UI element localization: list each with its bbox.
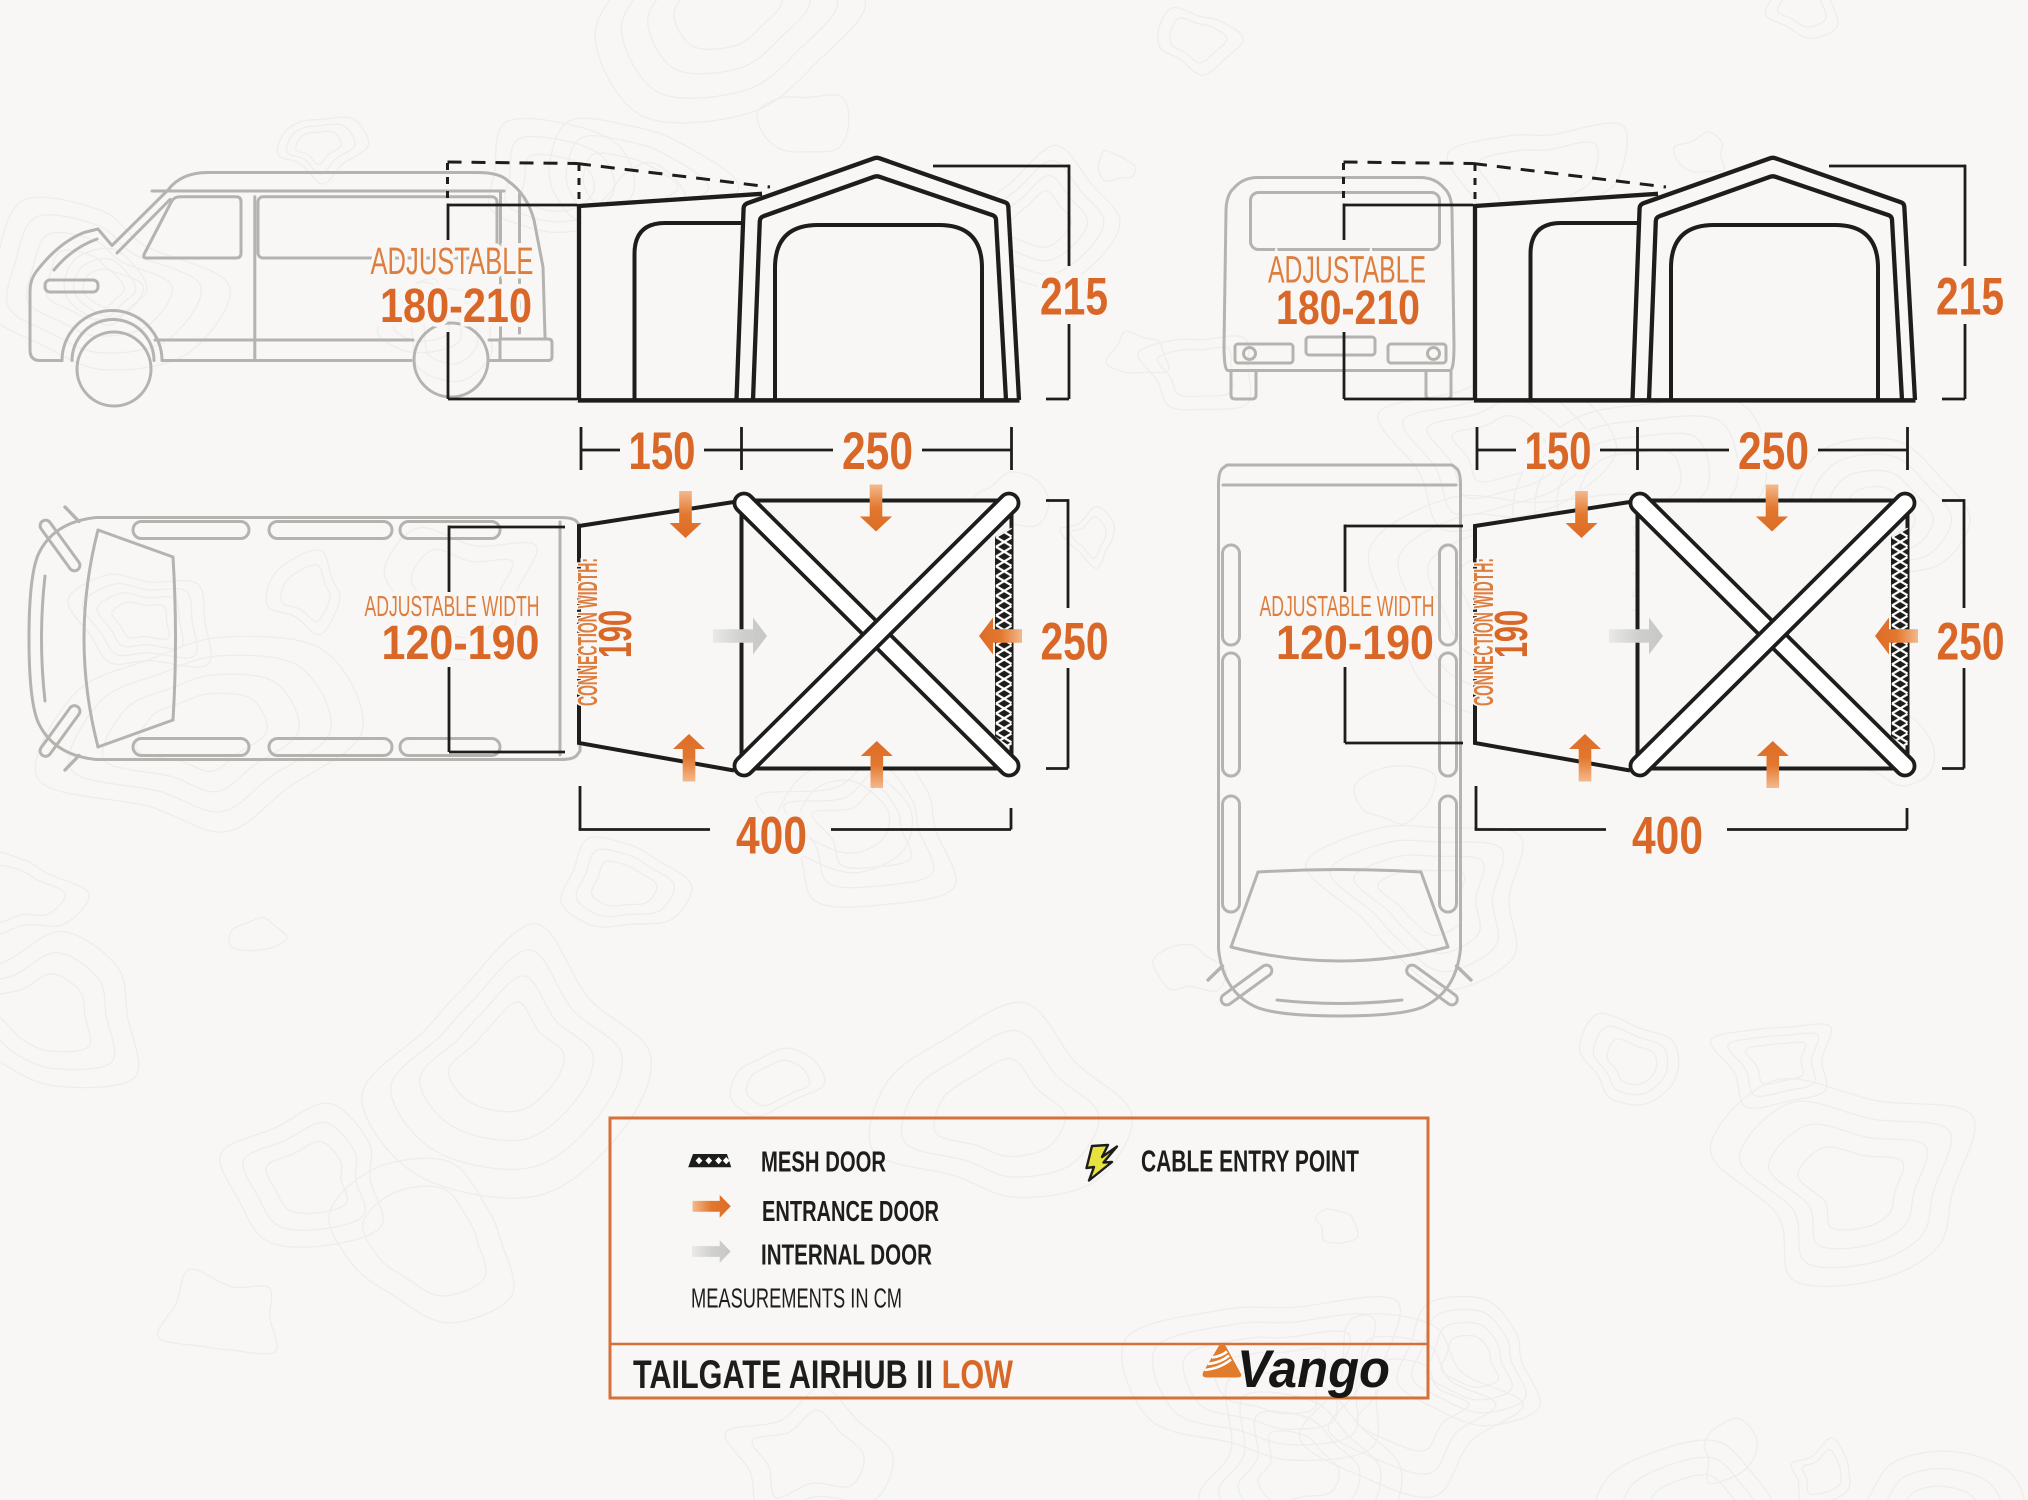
svg-text:120-190: 120-190 — [1276, 617, 1434, 670]
svg-text:ADJUSTABLE: ADJUSTABLE — [1268, 250, 1426, 292]
svg-text:ADJUSTABLE: ADJUSTABLE — [371, 241, 534, 283]
svg-text:250: 250 — [1937, 613, 2005, 672]
svg-text:120-190: 120-190 — [382, 617, 540, 670]
svg-text:215: 215 — [1040, 268, 1108, 327]
svg-text:ENTRANCE DOOR: ENTRANCE DOOR — [762, 1196, 939, 1228]
svg-text:150: 150 — [629, 422, 696, 481]
svg-text:150: 150 — [1525, 422, 1592, 481]
svg-text:250: 250 — [842, 422, 913, 481]
svg-text:ADJUSTABLE WIDTH: ADJUSTABLE WIDTH — [365, 591, 540, 623]
svg-text:180-210: 180-210 — [380, 280, 532, 333]
svg-text:190: 190 — [589, 610, 641, 658]
svg-text:MEASUREMENTS IN CM: MEASUREMENTS IN CM — [691, 1283, 902, 1314]
svg-text:180-210: 180-210 — [1276, 282, 1420, 335]
svg-text:215: 215 — [1936, 268, 2004, 327]
svg-text:Vango: Vango — [1237, 1340, 1390, 1399]
svg-text:TAILGATE AIRHUB II LOW: TAILGATE AIRHUB II LOW — [633, 1353, 1013, 1397]
svg-text:250: 250 — [1738, 422, 1809, 481]
svg-text:400: 400 — [736, 807, 807, 866]
svg-text:400: 400 — [1632, 807, 1703, 866]
svg-text:CONNECTION WIDTH:: CONNECTION WIDTH: — [572, 558, 603, 706]
svg-text:INTERNAL DOOR: INTERNAL DOOR — [761, 1240, 932, 1272]
svg-text:190: 190 — [1485, 610, 1537, 658]
svg-text:250: 250 — [1041, 613, 1109, 672]
svg-text:CABLE ENTRY POINT: CABLE ENTRY POINT — [1141, 1144, 1359, 1179]
svg-text:CONNECTION WIDTH:: CONNECTION WIDTH: — [1468, 558, 1499, 706]
svg-text:ADJUSTABLE WIDTH: ADJUSTABLE WIDTH — [1260, 591, 1435, 623]
svg-text:MESH DOOR: MESH DOOR — [761, 1147, 886, 1179]
